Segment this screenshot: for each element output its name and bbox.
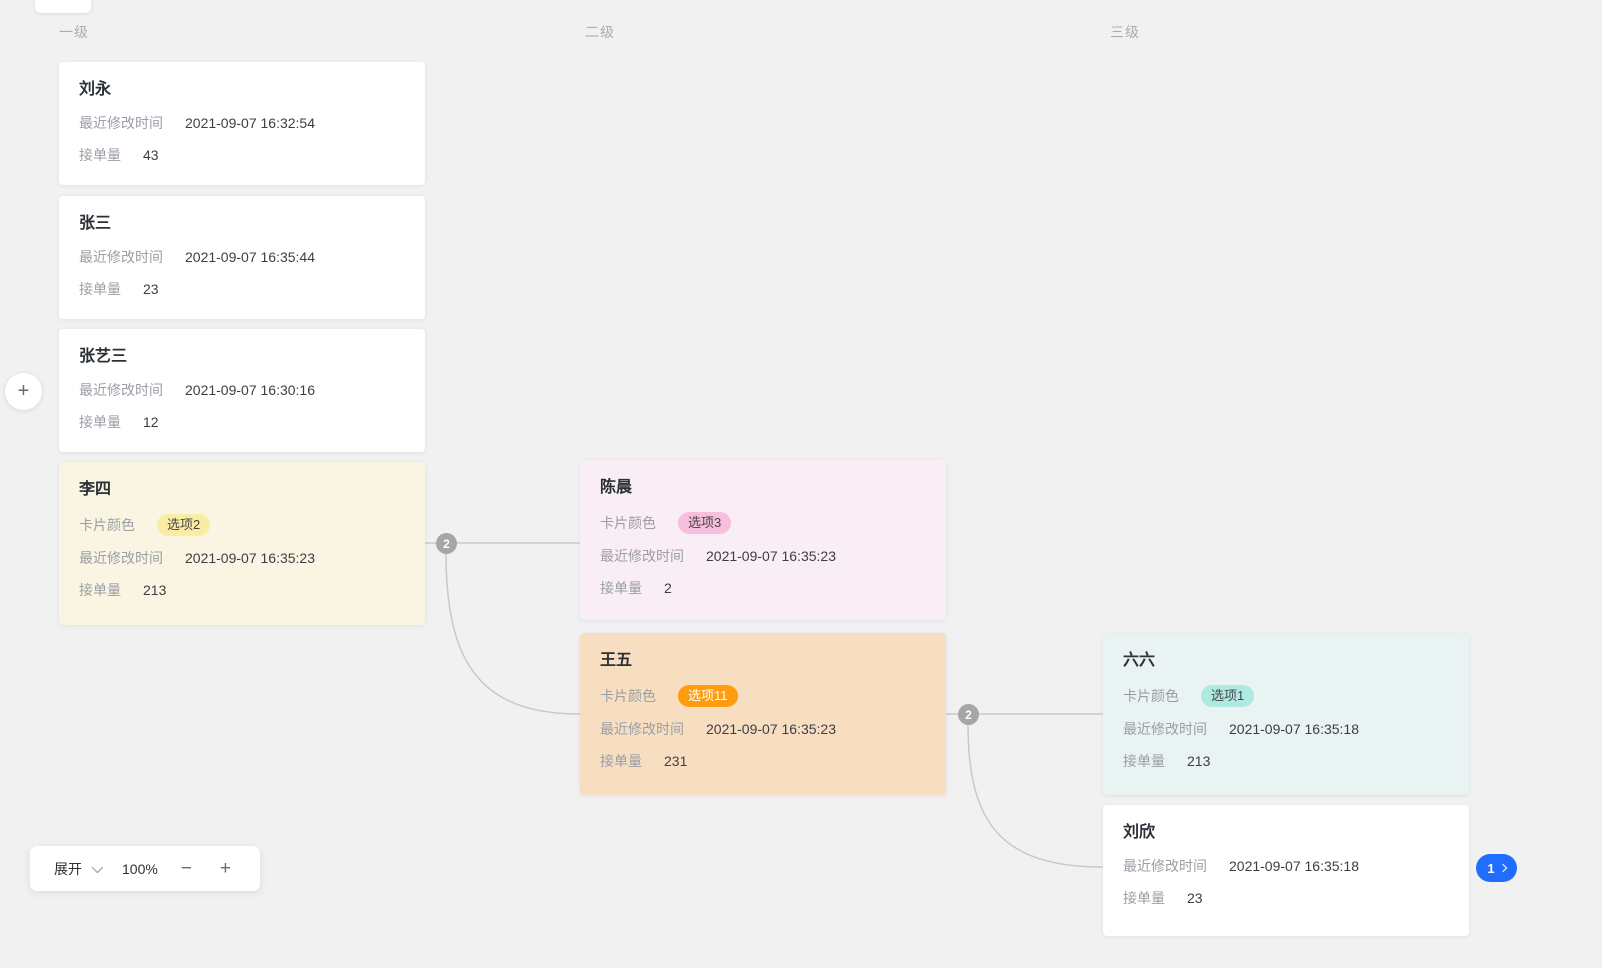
card-liuliu[interactable]: 六六 卡片颜色 选项1 最近修改时间 2021-09-07 16:35:18 接… <box>1103 633 1469 795</box>
card-liuxin[interactable]: 刘欣 最近修改时间 2021-09-07 16:35:18 接单量 23 <box>1103 805 1469 936</box>
field-value-modified: 2021-09-07 16:32:54 <box>185 115 315 131</box>
field-value-modified: 2021-09-07 16:30:16 <box>185 382 315 398</box>
card-field-modified: 最近修改时间 2021-09-07 16:35:18 <box>1123 857 1449 876</box>
card-field-modified: 最近修改时间 2021-09-07 16:35:44 <box>79 248 405 267</box>
card-field-modified: 最近修改时间 2021-09-07 16:35:23 <box>79 549 405 568</box>
card-zhangsan[interactable]: 张三 最近修改时间 2021-09-07 16:35:44 接单量 23 <box>59 196 425 319</box>
field-value-orders: 213 <box>143 582 167 598</box>
card-title: 王五 <box>600 652 633 669</box>
field-label-modified: 最近修改时间 <box>79 115 163 131</box>
card-title: 陈晨 <box>600 479 633 496</box>
field-value-modified: 2021-09-07 16:35:18 <box>1229 721 1359 737</box>
card-field-modified: 最近修改时间 2021-09-07 16:35:18 <box>1123 720 1449 739</box>
field-label-color: 卡片颜色 <box>1123 687 1179 704</box>
expand-label: 展开 <box>54 860 82 877</box>
field-value-orders: 43 <box>143 147 159 163</box>
card-field-orders: 接单量 2 <box>600 579 926 598</box>
add-card-button[interactable]: + <box>5 373 42 410</box>
card-title: 六六 <box>1123 652 1156 669</box>
card-field-modified: 最近修改时间 2021-09-07 16:30:16 <box>79 381 405 400</box>
field-value-orders: 231 <box>664 753 688 769</box>
column-header-level2: 二级 <box>585 24 615 40</box>
option-badge: 选项3 <box>678 512 732 534</box>
field-label-orders: 接单量 <box>600 753 642 769</box>
connector-count-badge[interactable]: 2 <box>436 533 457 554</box>
card-title: 李四 <box>79 481 112 498</box>
card-field-orders: 接单量 23 <box>1123 889 1449 908</box>
field-label-modified: 最近修改时间 <box>1123 858 1207 874</box>
card-liuyong[interactable]: 刘永 最近修改时间 2021-09-07 16:32:54 接单量 43 <box>59 62 425 185</box>
card-title: 张三 <box>79 215 112 232</box>
field-label-orders: 接单量 <box>79 281 121 297</box>
view-toolbar: 展开 100% − + <box>30 846 261 891</box>
field-value-modified: 2021-09-07 16:35:23 <box>185 550 315 566</box>
field-label-color: 卡片颜色 <box>600 514 656 531</box>
field-value-orders: 2 <box>664 580 672 596</box>
field-label-modified: 最近修改时间 <box>79 249 163 265</box>
connector-count-badge[interactable]: 2 <box>958 704 979 725</box>
card-field-orders: 接单量 43 <box>79 146 405 165</box>
connector-line <box>445 552 581 715</box>
card-field-orders: 接单量 12 <box>79 413 405 432</box>
field-label-orders: 接单量 <box>79 147 121 163</box>
option-badge: 选项11 <box>678 685 738 707</box>
field-value-orders: 23 <box>143 281 159 297</box>
card-field-modified: 最近修改时间 2021-09-07 16:32:54 <box>79 114 405 133</box>
field-label-modified: 最近修改时间 <box>1123 721 1207 737</box>
card-field-modified: 最近修改时间 2021-09-07 16:35:23 <box>600 547 926 566</box>
pagination-label: 1 <box>1487 860 1495 876</box>
card-field-color: 卡片颜色 选项1 <box>1123 685 1449 707</box>
partial-card <box>35 0 91 13</box>
field-value-modified: 2021-09-07 16:35:44 <box>185 249 315 265</box>
card-field-modified: 最近修改时间 2021-09-07 16:35:23 <box>600 720 926 739</box>
expand-dropdown-button[interactable]: 展开 <box>54 859 104 879</box>
field-value-modified: 2021-09-07 16:35:23 <box>706 721 836 737</box>
field-label-modified: 最近修改时间 <box>600 721 684 737</box>
card-title: 张艺三 <box>79 348 128 365</box>
card-title: 刘永 <box>79 81 112 98</box>
connector-line <box>967 723 1104 868</box>
field-label-orders: 接单量 <box>1123 753 1165 769</box>
field-label-orders: 接单量 <box>1123 890 1165 906</box>
column-header-level3: 三级 <box>1110 24 1140 40</box>
column-header-level1: 一级 <box>59 24 89 40</box>
card-field-color: 卡片颜色 选项3 <box>600 512 926 534</box>
card-field-color: 卡片颜色 选项2 <box>79 514 405 536</box>
field-value-orders: 12 <box>143 414 159 430</box>
chevron-down-icon <box>91 861 104 873</box>
pagination-badge[interactable]: 1 <box>1476 854 1517 882</box>
card-field-orders: 接单量 213 <box>1123 752 1449 771</box>
card-title: 刘欣 <box>1123 824 1156 841</box>
zoom-out-button[interactable]: − <box>180 858 192 879</box>
card-field-orders: 接单量 213 <box>79 581 405 600</box>
field-label-orders: 接单量 <box>600 580 642 596</box>
card-field-color: 卡片颜色 选项11 <box>600 685 926 707</box>
field-label-orders: 接单量 <box>79 582 121 598</box>
card-lisi[interactable]: 李四 卡片颜色 选项2 最近修改时间 2021-09-07 16:35:23 接… <box>59 462 425 625</box>
field-value-orders: 23 <box>1187 890 1203 906</box>
card-chenchen[interactable]: 陈晨 卡片颜色 选项3 最近修改时间 2021-09-07 16:35:23 接… <box>580 460 946 620</box>
field-label-modified: 最近修改时间 <box>79 550 163 566</box>
card-field-orders: 接单量 231 <box>600 752 926 771</box>
field-value-modified: 2021-09-07 16:35:18 <box>1229 858 1359 874</box>
card-field-orders: 接单量 23 <box>79 280 405 299</box>
field-value-orders: 213 <box>1187 753 1211 769</box>
zoom-level-readout: 100% <box>122 860 158 877</box>
field-label-color: 卡片颜色 <box>79 516 135 533</box>
field-value-modified: 2021-09-07 16:35:23 <box>706 548 836 564</box>
card-wangwu[interactable]: 王五 卡片颜色 选项11 最近修改时间 2021-09-07 16:35:23 … <box>580 633 946 795</box>
option-badge: 选项1 <box>1201 685 1255 707</box>
field-label-modified: 最近修改时间 <box>79 382 163 398</box>
chevron-right-icon <box>1498 863 1507 873</box>
field-label-color: 卡片颜色 <box>600 687 656 704</box>
card-zhangyisan[interactable]: 张艺三 最近修改时间 2021-09-07 16:30:16 接单量 12 <box>59 329 425 452</box>
field-label-orders: 接单量 <box>79 414 121 430</box>
zoom-in-button[interactable]: + <box>219 858 232 879</box>
plus-icon: + <box>17 380 30 402</box>
field-label-modified: 最近修改时间 <box>600 548 684 564</box>
option-badge: 选项2 <box>157 514 211 536</box>
